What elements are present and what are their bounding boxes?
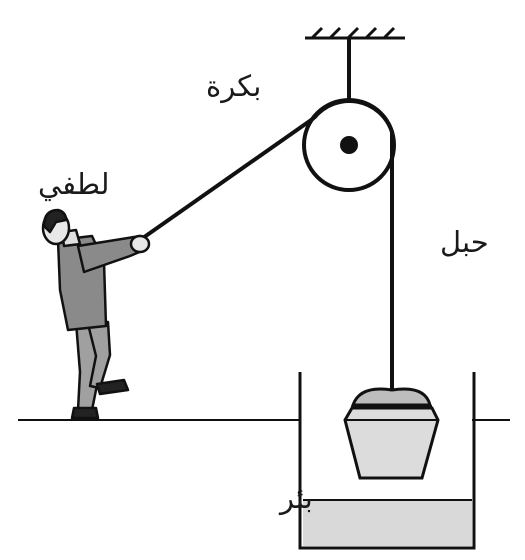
ceiling-support	[305, 26, 405, 40]
label-well: بئر	[280, 481, 313, 515]
label-rope: حبل	[440, 225, 489, 259]
person-back-shoe	[70, 406, 100, 420]
well	[298, 372, 476, 550]
well-water	[303, 500, 472, 546]
rope	[138, 99, 394, 397]
person-front-shoe	[95, 378, 130, 396]
bucket	[343, 387, 440, 480]
person-figure	[41, 208, 151, 420]
label-pulley: بكرة	[206, 69, 262, 103]
pulley	[302, 98, 396, 192]
person-hair	[42, 208, 68, 234]
pulley-axle	[340, 136, 358, 154]
label-person: لطفي	[38, 167, 110, 201]
person-hands	[129, 234, 151, 254]
